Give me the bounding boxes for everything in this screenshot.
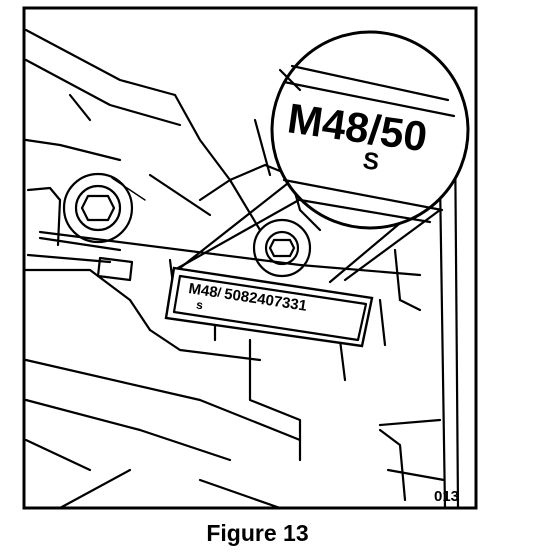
magnifier-callout	[270, 30, 470, 230]
left-screw	[62, 172, 146, 244]
callout-lines	[176, 178, 442, 284]
housing-outline	[24, 28, 460, 510]
right-screw	[252, 218, 312, 278]
label-plate	[164, 266, 374, 348]
retaining-tab	[96, 256, 134, 282]
figure-caption: Figure 13	[206, 520, 309, 546]
figure-number-tag: 013	[434, 488, 459, 505]
plate-code-main: M48	[187, 280, 218, 301]
figure-frame	[22, 6, 478, 510]
plate-code-sub: s	[195, 297, 204, 312]
magnifier-sub: S	[361, 147, 381, 176]
plate-code-sep: /	[216, 284, 222, 299]
